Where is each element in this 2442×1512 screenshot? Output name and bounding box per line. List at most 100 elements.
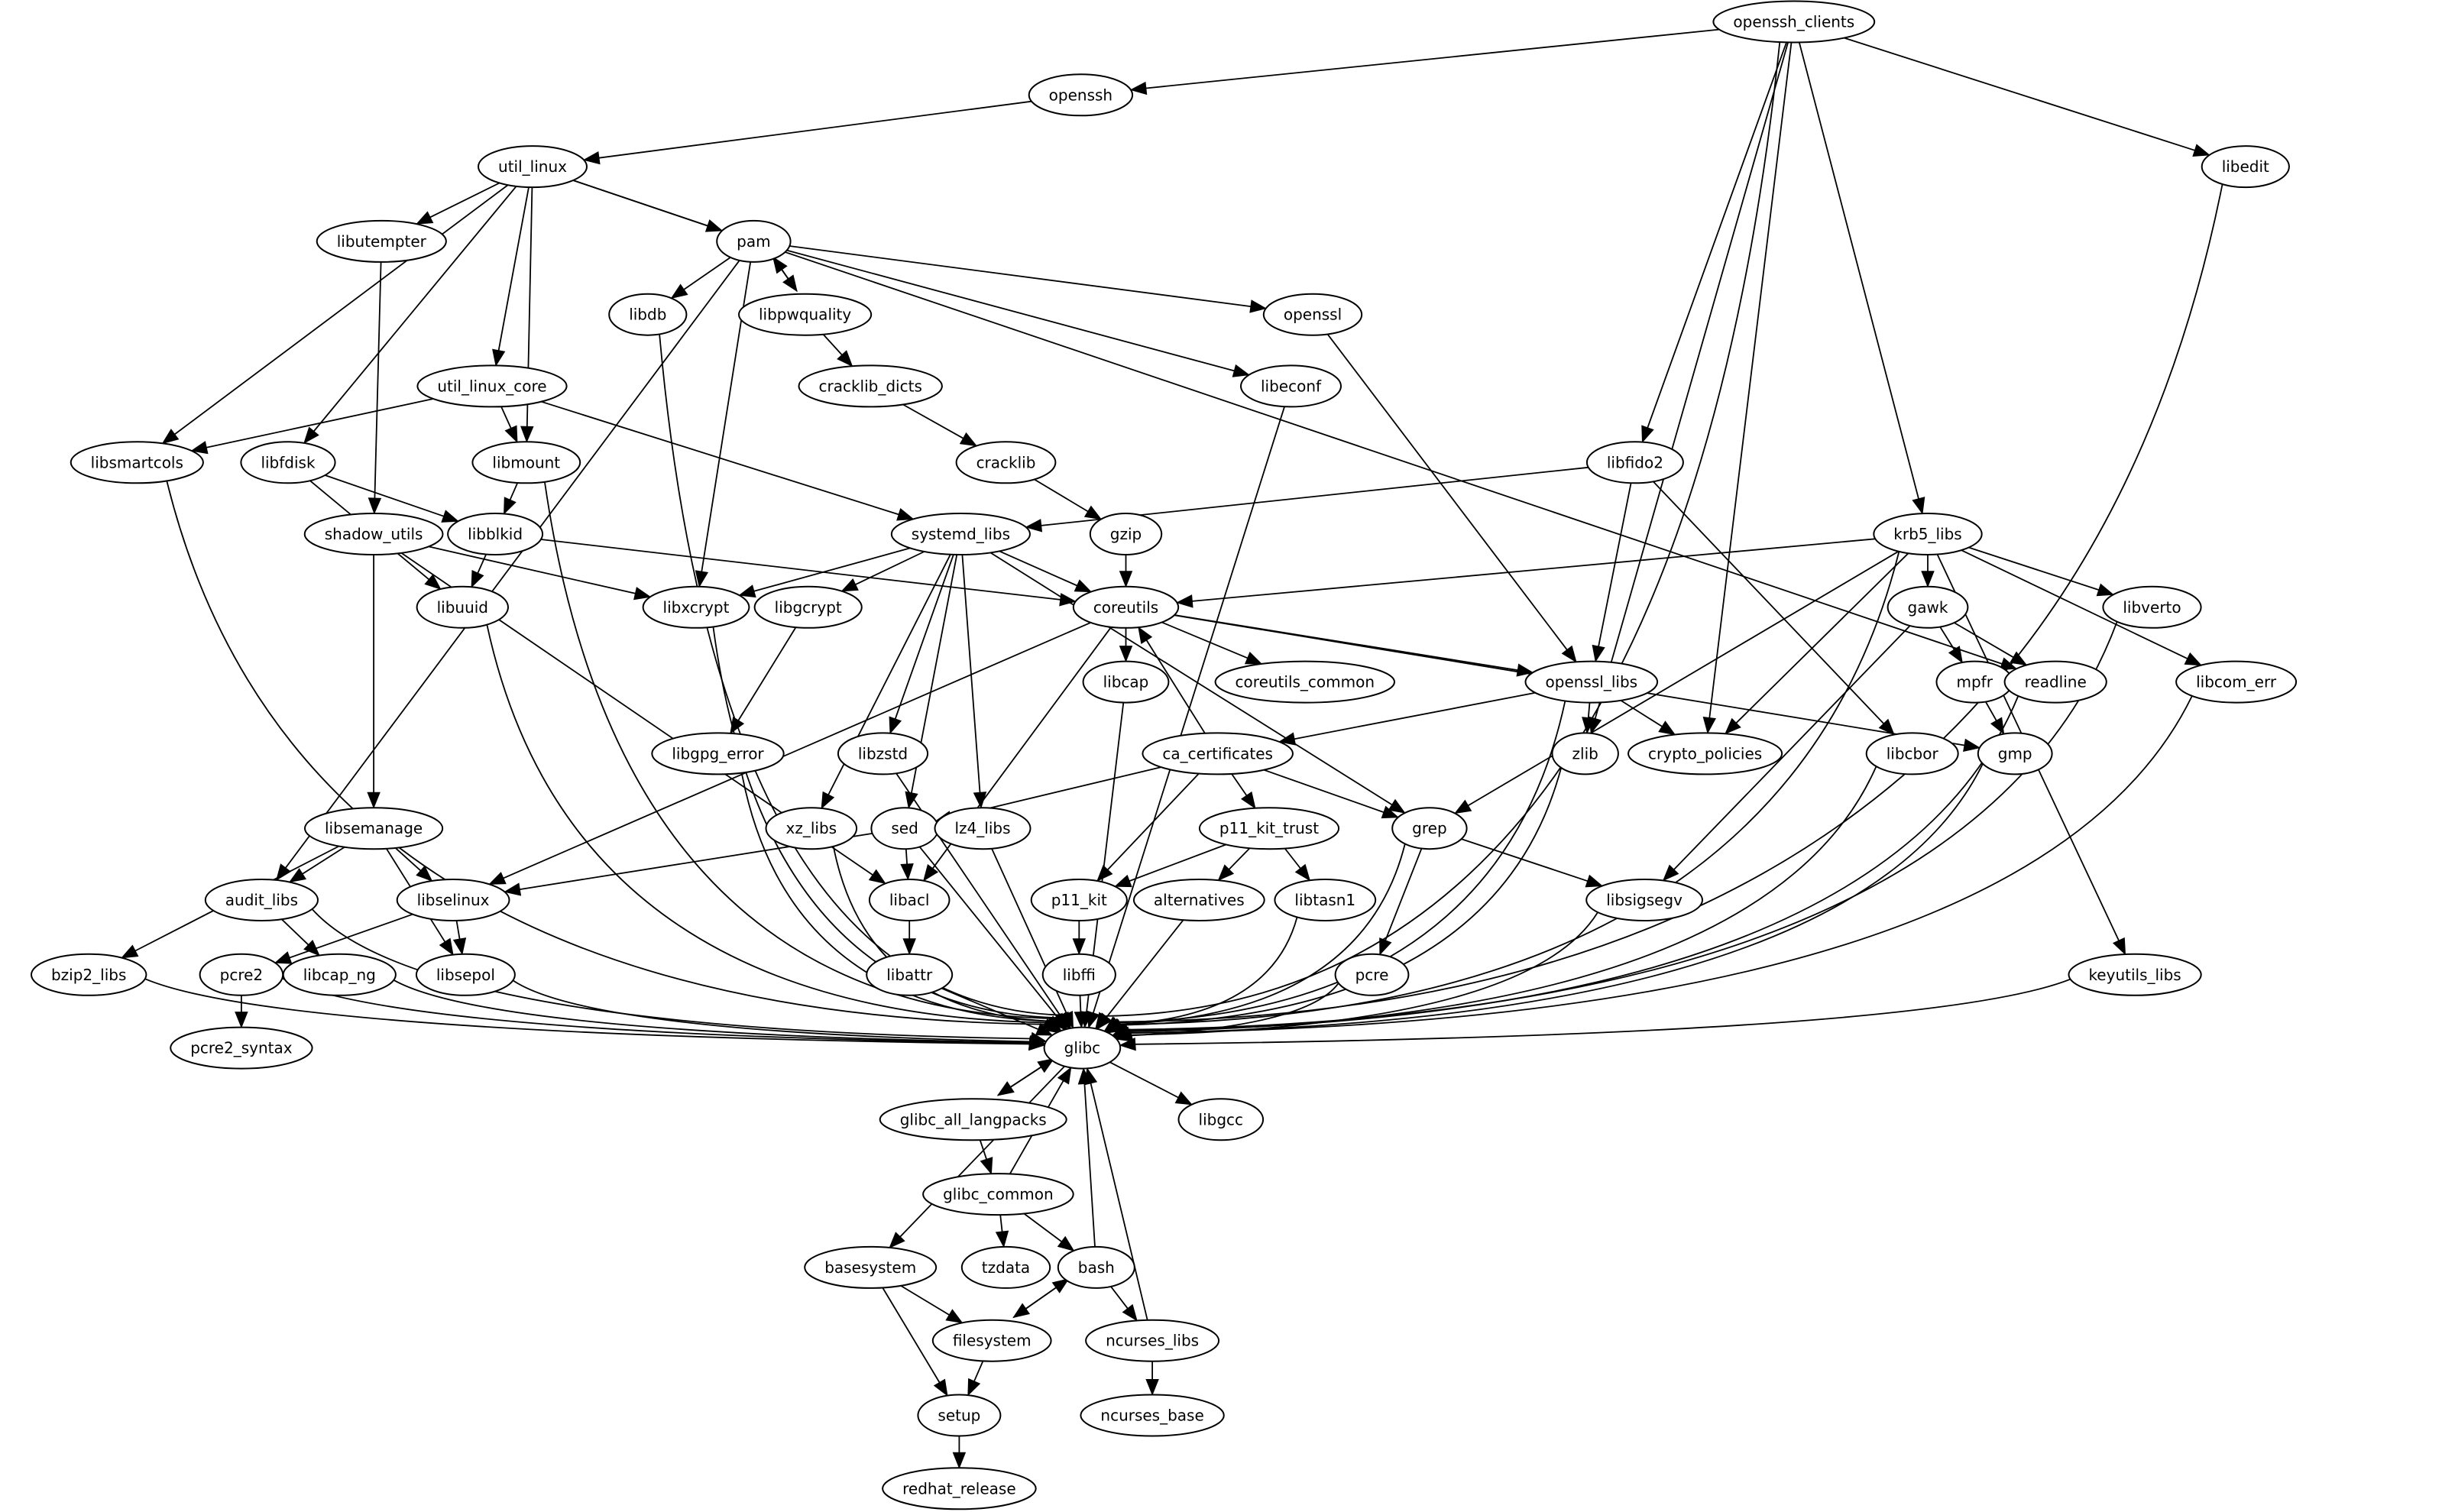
arrowhead-icon bbox=[1582, 717, 1595, 734]
node-readline[interactable]: readline bbox=[2003, 660, 2107, 704]
node-util-linux-core[interactable]: util_linux_core bbox=[416, 364, 568, 408]
node-coreutils-common[interactable]: coreutils_common bbox=[1214, 660, 1396, 704]
node-libffi[interactable]: libffi bbox=[1041, 953, 1116, 996]
node-glibc-all-langpacks[interactable]: glibc_all_langpacks bbox=[879, 1098, 1067, 1141]
node-shape bbox=[955, 441, 1057, 484]
node-libdb[interactable]: libdb bbox=[608, 293, 688, 336]
node-libzstd[interactable]: libzstd bbox=[837, 732, 929, 775]
node-p11-kit[interactable]: p11_kit bbox=[1030, 879, 1128, 921]
node-systemd-libs[interactable]: systemd_libs bbox=[890, 513, 1032, 555]
node-label: readline bbox=[2025, 673, 2087, 691]
node-libpwquality[interactable]: libpwquality bbox=[738, 293, 873, 336]
node-ca-certificates[interactable]: ca_certificates bbox=[1142, 732, 1294, 775]
node-pcre[interactable]: pcre bbox=[1334, 953, 1410, 996]
node-libcap-ng[interactable]: libcap_ng bbox=[282, 953, 397, 996]
node-sed[interactable]: sed bbox=[870, 807, 939, 850]
edge-util_linux-to-libsmartcols bbox=[161, 184, 509, 445]
node-libuuid[interactable]: libuuid bbox=[416, 585, 509, 629]
node-cracklib-dicts[interactable]: cracklib_dicts bbox=[798, 364, 943, 408]
edge-libsemanage-to-audit_libs bbox=[288, 846, 345, 883]
arrowhead-icon bbox=[1145, 1379, 1159, 1396]
node-label: audit_libs bbox=[225, 891, 298, 909]
node-shadow-utils[interactable]: shadow_utils bbox=[303, 513, 444, 555]
node-cracklib[interactable]: cracklib bbox=[955, 441, 1057, 484]
node-glibc-common[interactable]: glibc_common bbox=[922, 1173, 1074, 1216]
node-shape bbox=[240, 441, 336, 484]
node-gawk[interactable]: gawk bbox=[1887, 585, 1969, 629]
node-libgpg-error[interactable]: libgpg_error bbox=[651, 732, 785, 775]
node-libfdisk[interactable]: libfdisk bbox=[240, 441, 336, 484]
node-shape bbox=[1198, 807, 1340, 850]
node-libsigsegv[interactable]: libsigsegv bbox=[1585, 879, 1704, 921]
node-pcre2[interactable]: pcre2 bbox=[199, 953, 284, 996]
node-libselinux[interactable]: libselinux bbox=[396, 879, 510, 921]
node-openssh-clients[interactable]: openssh_clients bbox=[1712, 0, 1876, 44]
arrowhead-icon bbox=[1119, 646, 1133, 662]
node-libsepol[interactable]: libsepol bbox=[415, 953, 516, 996]
edge-line bbox=[900, 1285, 950, 1316]
arrowhead-icon bbox=[933, 1378, 948, 1397]
node-libblkid[interactable]: libblkid bbox=[447, 513, 544, 555]
node-ncurses-base[interactable]: ncurses_base bbox=[1080, 1394, 1225, 1437]
arrowhead-icon bbox=[1119, 1038, 1136, 1051]
node-libattr[interactable]: libattr bbox=[866, 953, 954, 996]
node-alternatives[interactable]: alternatives bbox=[1132, 879, 1265, 921]
node-mpfr[interactable]: mpfr bbox=[1935, 660, 2013, 704]
node-redhat-release[interactable]: redhat_release bbox=[882, 1467, 1037, 1510]
node-bzip2-libs[interactable]: bzip2_libs bbox=[31, 953, 147, 996]
node-openssl[interactable]: openssl bbox=[1262, 293, 1363, 336]
node-keyutils-libs[interactable]: keyutils_libs bbox=[2068, 953, 2202, 996]
node-util-linux[interactable]: util_linux bbox=[478, 145, 588, 189]
node-basesystem[interactable]: basesystem bbox=[804, 1245, 938, 1289]
node-pcre2-syntax[interactable]: pcre2_syntax bbox=[170, 1026, 313, 1070]
arrowhead-icon bbox=[1083, 505, 1103, 520]
node-shape bbox=[1873, 513, 1983, 555]
node-zlib[interactable]: zlib bbox=[1551, 732, 1619, 775]
node-coreutils[interactable]: coreutils bbox=[1072, 585, 1180, 629]
node-gzip[interactable]: gzip bbox=[1089, 513, 1163, 555]
node-bash[interactable]: bash bbox=[1057, 1245, 1135, 1289]
node-libxcrypt[interactable]: libxcrypt bbox=[642, 585, 750, 629]
node-openssl-libs[interactable]: openssl_libs bbox=[1524, 660, 1659, 704]
edge-line bbox=[1653, 481, 1884, 724]
node-filesystem[interactable]: filesystem bbox=[931, 1319, 1052, 1362]
node-ncurses-libs[interactable]: ncurses_libs bbox=[1085, 1319, 1220, 1362]
arrowhead-icon bbox=[1059, 593, 1077, 607]
node-libgcrypt[interactable]: libgcrypt bbox=[753, 585, 863, 629]
node-libverto[interactable]: libverto bbox=[2102, 585, 2202, 629]
node-pam[interactable]: pam bbox=[716, 219, 792, 263]
node-xz-libs[interactable]: xz_libs bbox=[765, 807, 858, 850]
node-libfido2[interactable]: libfido2 bbox=[1585, 441, 1684, 484]
node-libsemanage[interactable]: libsemanage bbox=[304, 807, 444, 850]
node-openssh[interactable]: openssh bbox=[1028, 73, 1134, 117]
edge-openssl_libs-to-crypto_policies bbox=[1620, 700, 1676, 736]
node-label: alternatives bbox=[1154, 891, 1245, 909]
node-libutempter[interactable]: libutempter bbox=[316, 219, 447, 263]
node-libgcc[interactable]: libgcc bbox=[1177, 1098, 1265, 1141]
node-audit-libs[interactable]: audit_libs bbox=[204, 879, 319, 921]
node-libcbor[interactable]: libcbor bbox=[1865, 732, 1959, 775]
edge-systemd_libs-to-lz4_libs bbox=[961, 554, 987, 809]
node-libedit[interactable]: libedit bbox=[2201, 145, 2290, 189]
edge-line bbox=[1231, 773, 1248, 796]
node-libtasn1[interactable]: libtasn1 bbox=[1274, 879, 1377, 921]
node-libsmartcols[interactable]: libsmartcols bbox=[70, 441, 204, 484]
node-glibc[interactable]: glibc bbox=[1043, 1026, 1122, 1070]
edge-line bbox=[1131, 983, 1339, 1037]
node-krb5-libs[interactable]: krb5_libs bbox=[1873, 513, 1983, 555]
node-libacl[interactable]: libacl bbox=[868, 879, 951, 921]
node-setup[interactable]: setup bbox=[917, 1394, 1002, 1437]
node-gmp[interactable]: gmp bbox=[1977, 732, 2053, 775]
node-p11-kit-trust[interactable]: p11_kit_trust bbox=[1198, 807, 1340, 850]
node-libcap[interactable]: libcap bbox=[1082, 660, 1170, 704]
edge-line bbox=[979, 1139, 987, 1160]
node-crypto-policies[interactable]: crypto_policies bbox=[1627, 732, 1783, 775]
edge-line bbox=[497, 186, 530, 351]
node-libcom-err[interactable]: libcom_err bbox=[2175, 660, 2298, 704]
node-libeconf[interactable]: libeconf bbox=[1240, 364, 1342, 408]
edge-line bbox=[1023, 1213, 1062, 1242]
node-lz4-libs[interactable]: lz4_libs bbox=[934, 807, 1032, 850]
node-tzdata[interactable]: tzdata bbox=[960, 1245, 1051, 1289]
node-libmount[interactable]: libmount bbox=[471, 441, 581, 484]
node-grep[interactable]: grep bbox=[1391, 807, 1468, 850]
